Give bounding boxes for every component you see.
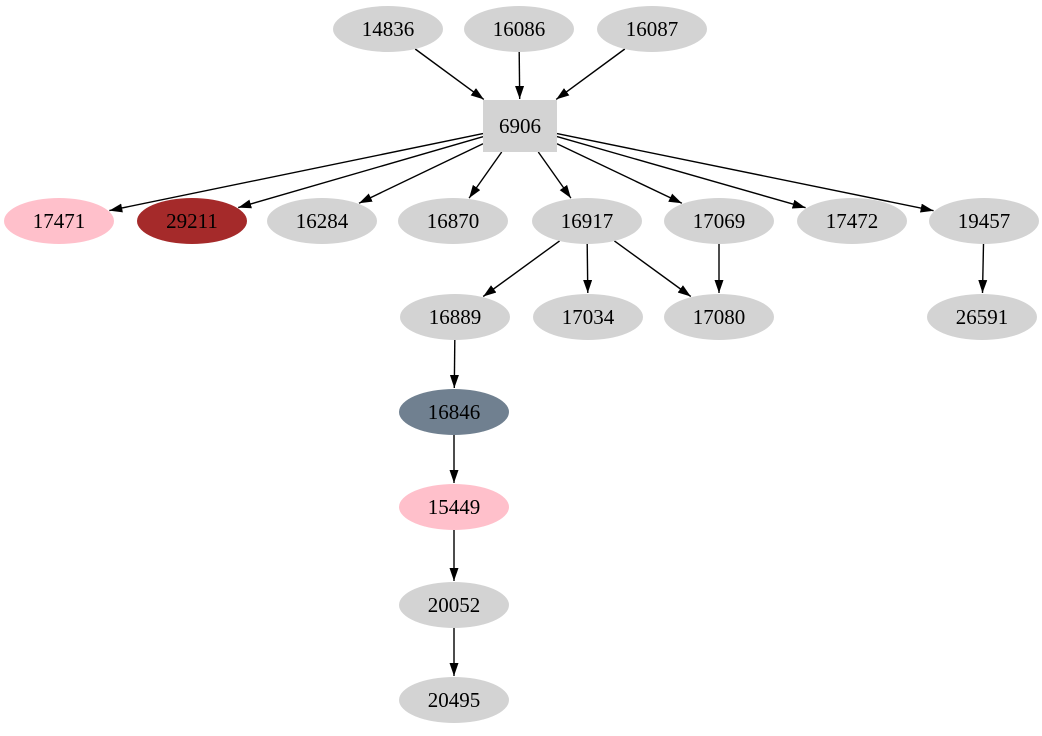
graph-node-17471: 17471 bbox=[4, 198, 114, 244]
node-label: 16086 bbox=[493, 17, 546, 41]
node-label: 6906 bbox=[499, 114, 541, 138]
node-ellipse-shape bbox=[664, 294, 774, 340]
node-ellipse-shape bbox=[333, 6, 443, 52]
graph-node-20495: 20495 bbox=[399, 677, 509, 723]
graph-node-17069: 17069 bbox=[664, 198, 774, 244]
graph-node-17080: 17080 bbox=[664, 294, 774, 340]
node-ellipse-shape bbox=[137, 198, 247, 244]
graph-node-16917: 16917 bbox=[532, 198, 642, 244]
node-label: 16917 bbox=[561, 209, 614, 233]
graph-node-20052: 20052 bbox=[399, 582, 509, 628]
edge-layer bbox=[109, 48, 988, 676]
node-label: 17034 bbox=[562, 305, 615, 329]
node-ellipse-shape bbox=[267, 198, 377, 244]
graph-edge-6906-19457 bbox=[556, 132, 934, 213]
node-ellipse-shape bbox=[532, 198, 642, 244]
graph-node-16889: 16889 bbox=[400, 294, 510, 340]
node-ellipse-shape bbox=[797, 198, 907, 244]
graph-edge-6906-16284 bbox=[358, 143, 484, 204]
node-label: 17080 bbox=[693, 305, 746, 329]
graph-edge-16086-6906 bbox=[515, 51, 525, 100]
graph-node-16086: 16086 bbox=[464, 6, 574, 52]
node-label: 17472 bbox=[826, 209, 879, 233]
node-ellipse-shape bbox=[533, 294, 643, 340]
node-label: 16087 bbox=[626, 17, 679, 41]
node-ellipse-shape bbox=[399, 677, 509, 723]
node-ellipse-shape bbox=[927, 294, 1037, 340]
graph-edge-6906-16917 bbox=[537, 151, 572, 199]
node-label: 15449 bbox=[428, 495, 481, 519]
graph-node-29211: 29211 bbox=[137, 198, 247, 244]
graph-edge-19457-26591 bbox=[978, 243, 988, 294]
node-label: 26591 bbox=[956, 305, 1009, 329]
node-ellipse-shape bbox=[597, 6, 707, 52]
node-ellipse-shape bbox=[400, 294, 510, 340]
node-label: 14836 bbox=[362, 17, 415, 41]
node-ellipse-shape bbox=[464, 6, 574, 52]
node-ellipse-shape bbox=[664, 198, 774, 244]
graph-node-16846: 16846 bbox=[399, 389, 509, 435]
graph-node-15449: 15449 bbox=[399, 484, 509, 530]
graph-edge-6906-17472 bbox=[556, 135, 806, 209]
node-ellipse-shape bbox=[399, 484, 509, 530]
graph-edge-16889-16846 bbox=[449, 339, 459, 389]
graph-node-6906: 6906 bbox=[483, 100, 557, 152]
node-label: 19457 bbox=[958, 209, 1011, 233]
node-ellipse-shape bbox=[399, 389, 509, 435]
node-label: 16284 bbox=[296, 209, 349, 233]
graph-node-14836: 14836 bbox=[333, 6, 443, 52]
graph-node-26591: 26591 bbox=[927, 294, 1037, 340]
graph-edge-6906-17069 bbox=[556, 143, 683, 204]
graph-edge-6906-16870 bbox=[468, 151, 503, 199]
node-label: 20495 bbox=[428, 688, 481, 712]
graph-edge-16917-17080 bbox=[613, 240, 692, 298]
node-ellipse-shape bbox=[929, 198, 1039, 244]
node-label: 20052 bbox=[428, 593, 481, 617]
node-ellipse-shape bbox=[399, 582, 509, 628]
node-label: 16889 bbox=[429, 305, 482, 329]
graph-node-19457: 19457 bbox=[929, 198, 1039, 244]
node-label: 17069 bbox=[693, 209, 746, 233]
node-label: 17471 bbox=[33, 209, 86, 233]
node-label: 16846 bbox=[428, 400, 481, 424]
graph-node-16870: 16870 bbox=[398, 198, 508, 244]
graph-node-16284: 16284 bbox=[267, 198, 377, 244]
graph-edge-16087-6906 bbox=[555, 48, 626, 100]
graph-edge-16917-17034 bbox=[583, 243, 593, 294]
node-ellipse-shape bbox=[4, 198, 114, 244]
node-ellipse-shape bbox=[398, 198, 508, 244]
graph-node-17034: 17034 bbox=[533, 294, 643, 340]
node-box-shape bbox=[483, 100, 557, 152]
graph-edge-6906-17471 bbox=[109, 132, 484, 213]
graph-node-16087: 16087 bbox=[597, 6, 707, 52]
node-layer: 14836 16086 16087 6906 17471 29211 16284 16870 1… bbox=[4, 6, 1039, 723]
graph-edge-6906-29211 bbox=[238, 136, 484, 209]
graph-node-17472: 17472 bbox=[797, 198, 907, 244]
graph-edge-14836-6906 bbox=[414, 48, 485, 100]
node-label: 29211 bbox=[166, 209, 218, 233]
node-label: 16870 bbox=[427, 209, 480, 233]
graph-edge-16917-16889 bbox=[482, 240, 561, 298]
